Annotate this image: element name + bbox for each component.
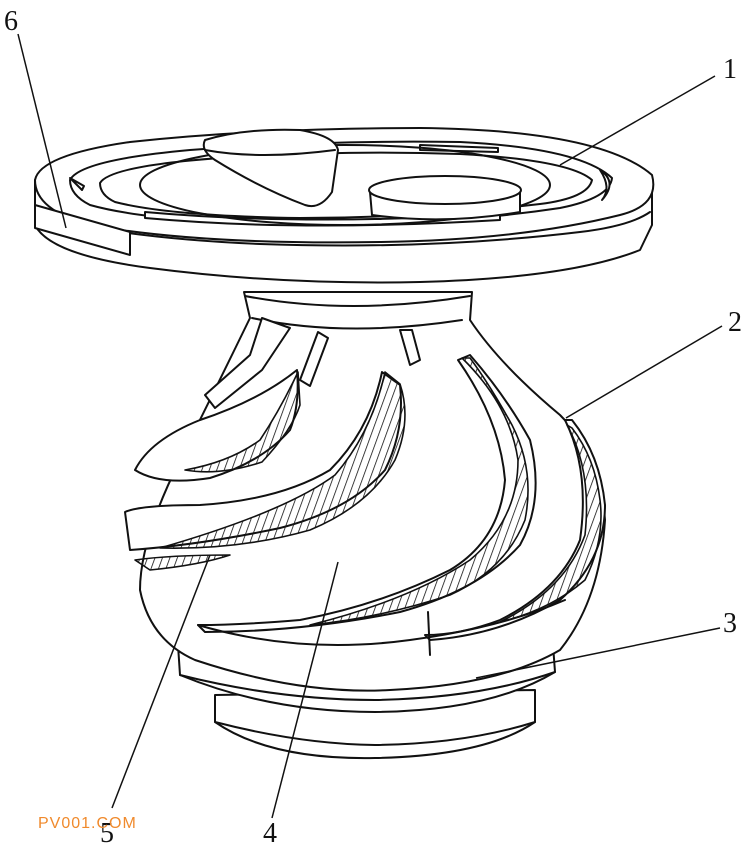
watermark: PV001.COM [38, 815, 137, 832]
callout-6: 6 [4, 6, 18, 37]
callout-3: 3 [723, 608, 737, 639]
callout-labels: 6 1 2 3 4 5 PV001.COM [4, 6, 742, 847]
callout-5: 5 [100, 818, 114, 847]
leader-lines [17, 33, 723, 819]
callout-1: 1 [723, 54, 737, 85]
impeller-blades [124, 317, 606, 656]
callout-4: 4 [263, 818, 277, 847]
callout-2: 2 [728, 307, 742, 338]
top-cover-disk [34, 127, 655, 284]
